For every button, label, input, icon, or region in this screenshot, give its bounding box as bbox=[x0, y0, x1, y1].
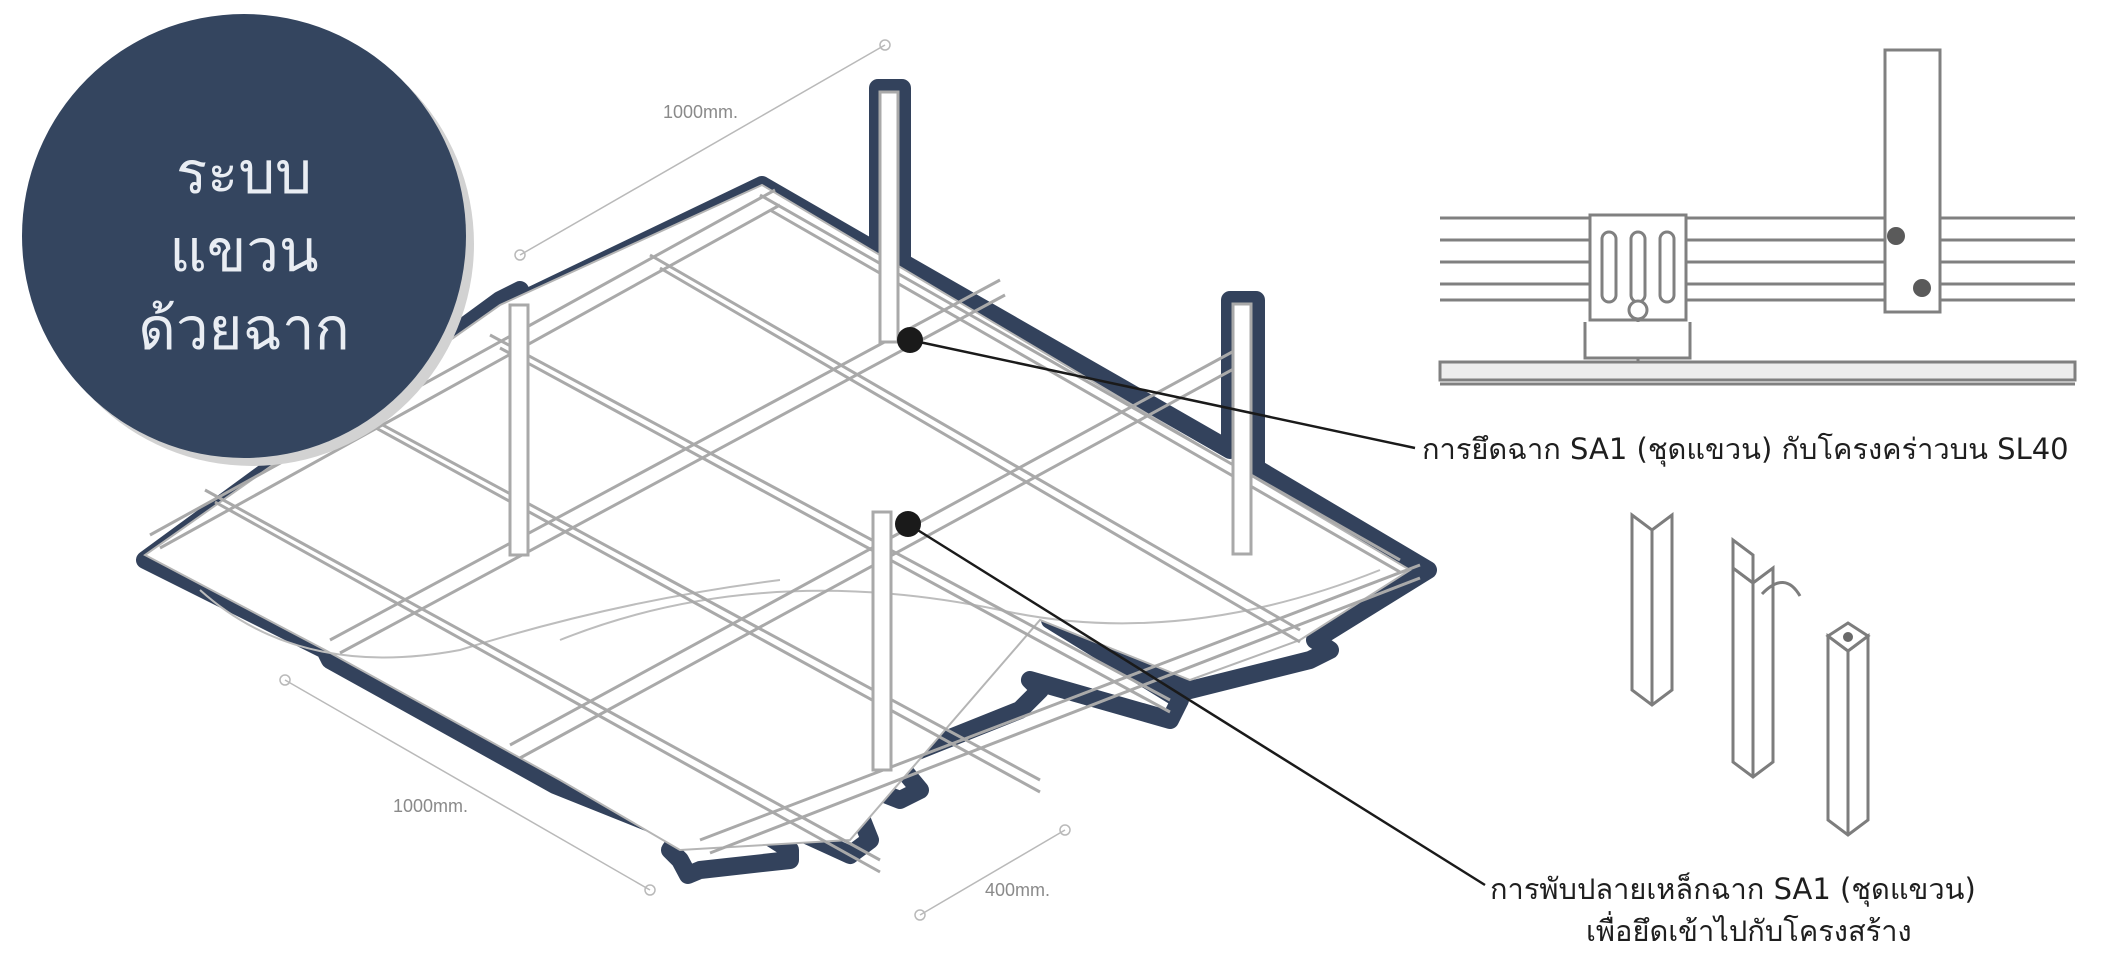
callout-hanger-fixing: การยึดฉาก SA1 (ชุดแขวน) กับโครงคร่าวบน S… bbox=[1422, 432, 2069, 466]
leader-lines bbox=[907, 338, 1486, 887]
callout-marker-2 bbox=[895, 511, 921, 537]
callout-marker-1 bbox=[897, 327, 923, 353]
dimension-bottom-right-label: 400mm. bbox=[985, 880, 1051, 900]
ceiling-board bbox=[143, 183, 1412, 852]
badge-line-2: แขวน bbox=[169, 217, 319, 285]
dimension-left-label: 1000mm. bbox=[393, 796, 469, 816]
badge-line-1: ระบบ bbox=[176, 139, 312, 207]
dimension-top-label: 1000mm. bbox=[663, 102, 739, 122]
dimension-lines bbox=[279, 39, 1071, 921]
angle-bending-steps bbox=[1630, 512, 1871, 837]
board-curve-left bbox=[199, 579, 781, 659]
bolt-hole bbox=[1843, 632, 1853, 642]
badge-line-3: ด้วยฉาก bbox=[138, 295, 350, 363]
callout-bending-line-2: เพื่อยึดเข้าไปกับโครงสร้าง bbox=[1586, 914, 1912, 948]
callout-bending-line-1: การพับปลายเหล็กฉาก SA1 (ชุดแขวน) bbox=[1490, 872, 1976, 906]
rivet-2 bbox=[1913, 279, 1931, 297]
rivet-1 bbox=[1887, 227, 1905, 245]
hanger-rods bbox=[508, 90, 1253, 772]
hanger-fixing-detail bbox=[1438, 48, 2077, 386]
cross-runners bbox=[149, 188, 1421, 855]
title-badge: ระบบ แขวน ด้วยฉาก bbox=[22, 14, 466, 458]
